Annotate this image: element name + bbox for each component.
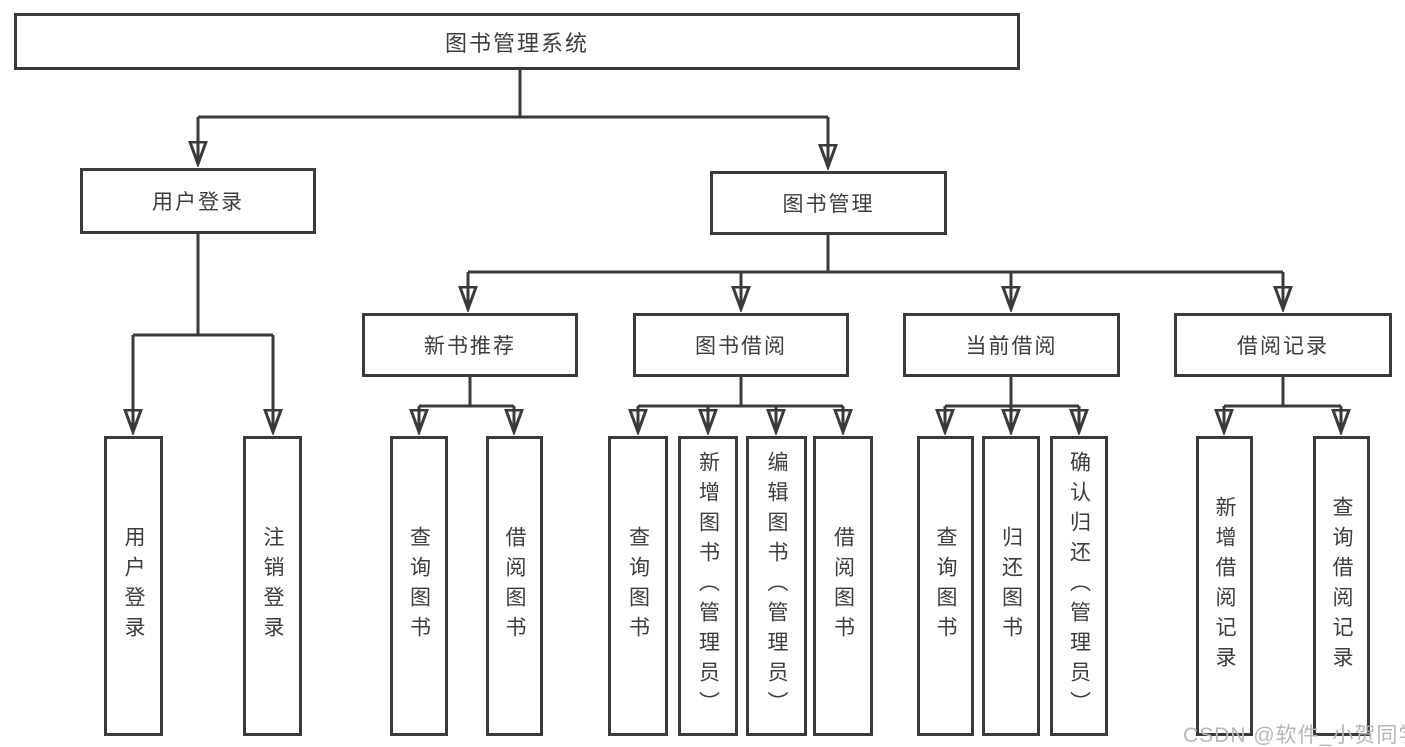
node-label: 编辑图书（管理员） — [765, 451, 788, 721]
node-leaf-return-book: 归还图书 — [982, 436, 1040, 736]
node-book-borrow: 图书借阅 — [633, 313, 849, 377]
node-leaf-user-login: 用户登录 — [104, 436, 163, 736]
node-label: 借阅记录 — [1237, 335, 1329, 358]
node-user-login: 用户登录 — [80, 168, 316, 234]
node-leaf-add-borrow-record: 新增借阅记录 — [1196, 436, 1253, 736]
connector-book-management-children — [468, 235, 1283, 309]
connector-borrow-records-children — [1224, 377, 1341, 432]
node-label: 查询借阅记录 — [1330, 496, 1353, 676]
node-leaf-query-borrow-record: 查询借阅记录 — [1313, 436, 1370, 736]
connector-book-borrow-children — [638, 377, 843, 432]
node-label: 当前借阅 — [965, 335, 1058, 358]
node-label: 新增借阅记录 — [1213, 496, 1236, 676]
node-leaf-confirm-return-admin: 确认归还（管理员） — [1050, 436, 1108, 736]
node-label: 新书推荐 — [424, 335, 516, 358]
node-label: 图书借阅 — [695, 335, 787, 358]
node-label: 查询图书 — [934, 526, 957, 646]
node-label: 查询图书 — [626, 526, 650, 646]
node-label: 查询图书 — [407, 526, 431, 646]
node-borrow-records: 借阅记录 — [1174, 313, 1392, 377]
connector-user-login-children — [133, 233, 273, 432]
node-current-borrow: 当前借阅 — [903, 313, 1120, 377]
node-book-management: 图书管理 — [710, 171, 947, 235]
connector-new-book-recommend-children — [419, 377, 514, 432]
node-leaf-logout: 注销登录 — [243, 436, 302, 736]
node-label: 图书管理系统 — [444, 30, 589, 56]
node-label: 借阅图书 — [503, 526, 526, 646]
node-leaf-query-book-borrow: 查询图书 — [608, 436, 668, 736]
node-label: 借阅图书 — [831, 526, 855, 646]
node-leaf-add-book-admin: 新增图书（管理员） — [678, 436, 738, 736]
node-label: 用户登录 — [152, 191, 244, 214]
node-leaf-edit-book-admin: 编辑图书（管理员） — [746, 436, 807, 736]
node-new-book-recommend: 新书推荐 — [362, 313, 578, 377]
node-label: 确认归还（管理员） — [1067, 451, 1091, 721]
node-label: 归还图书 — [999, 526, 1023, 646]
csdn-watermark: CSDN @软件_小贺同学 — [1183, 724, 1405, 747]
node-label: 用户登录 — [122, 526, 145, 646]
node-leaf-query-book-recommend: 查询图书 — [390, 436, 448, 736]
connector-current-borrow-children — [945, 377, 1079, 432]
node-leaf-borrow-book-recommend: 借阅图书 — [486, 436, 543, 736]
connector-root-to-level2 — [198, 70, 828, 167]
node-leaf-query-book-current: 查询图书 — [917, 436, 974, 736]
node-label: 新增图书（管理员） — [696, 451, 720, 721]
node-library-management-system: 图书管理系统 — [14, 13, 1020, 70]
node-leaf-borrow-book: 借阅图书 — [813, 436, 873, 736]
node-label: 图书管理 — [782, 193, 875, 216]
node-label: 注销登录 — [261, 526, 284, 646]
